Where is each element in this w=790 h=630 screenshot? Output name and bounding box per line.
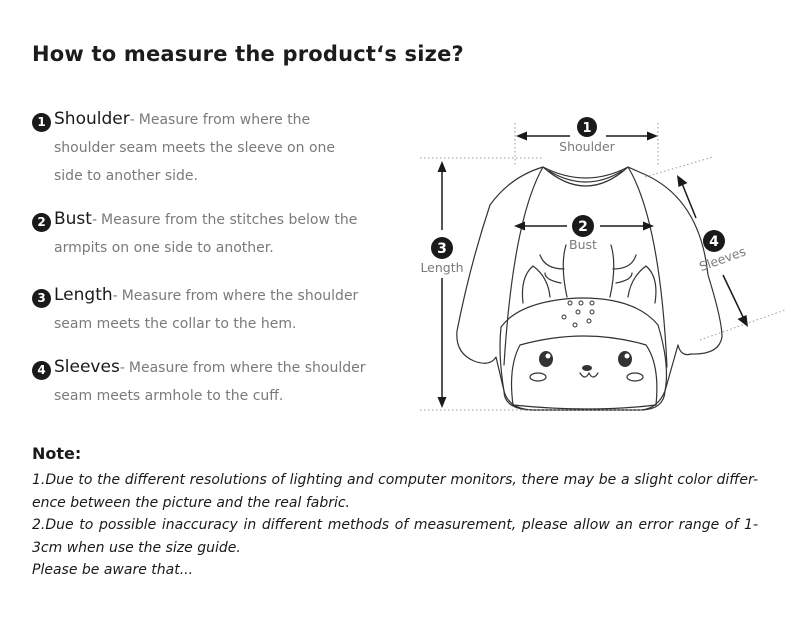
note-paragraph: Please be aware that... xyxy=(32,562,194,578)
garment-outline xyxy=(456,166,723,411)
description-line: seam meets the collar to the hem. xyxy=(54,316,297,332)
description-line: armpits on one side to another. xyxy=(54,240,274,256)
deer-face-outline xyxy=(499,297,668,411)
bust-diagram-label: Bust xyxy=(569,237,597,252)
measure-item-length: 3 Length - Measure from where the should… xyxy=(32,282,392,338)
deer-ear-right xyxy=(627,265,657,304)
shoulder-arrow xyxy=(516,131,658,141)
bust-number: 2 xyxy=(578,219,588,235)
measure-item-sleeves: 4 Sleeves - Measure from where the shoul… xyxy=(32,354,392,410)
description-line: Measure from where the xyxy=(138,112,311,128)
measure-item-shoulder: 1 Shoulder - Measure from where the shou… xyxy=(32,106,392,190)
description-line: Measure from where the shoulder xyxy=(121,288,359,304)
note-title: Note: xyxy=(32,444,82,463)
number-badge: 2 xyxy=(32,213,51,232)
antler-right xyxy=(609,244,637,298)
length-number-badge xyxy=(431,237,453,259)
label-separator: - xyxy=(91,212,98,228)
note-paragraph: 1.Due to the different resolutions of li… xyxy=(32,472,758,511)
shoulder-number-badge xyxy=(577,117,597,137)
deer-mouth xyxy=(579,372,599,378)
label-separator: - xyxy=(129,112,135,128)
sleeves-number: 4 xyxy=(709,234,719,250)
description-line: side to another side. xyxy=(54,168,198,184)
shoulder-diagram-label: Shoulder xyxy=(559,139,616,154)
description-line: shoulder seam meets the sleeve on one xyxy=(54,140,335,156)
description-line: Measure from the stitches below the xyxy=(101,212,358,228)
deer-face-features xyxy=(539,351,632,371)
sleeves-number-badge xyxy=(703,230,725,252)
measure-label: Length xyxy=(54,285,113,305)
collar-line xyxy=(542,166,629,187)
measure-label: Bust xyxy=(54,209,92,229)
note-body: 1.Due to the different resolutions of li… xyxy=(32,469,758,582)
number-badge: 3 xyxy=(32,289,51,308)
shoulder-number: 1 xyxy=(582,121,591,136)
length-number: 3 xyxy=(437,241,447,257)
label-separator: - xyxy=(112,288,118,304)
sleeves-arrow xyxy=(677,175,748,327)
bust-arrow xyxy=(514,221,654,231)
antler-left xyxy=(539,244,568,298)
sleeves-diagram-label: Sleeves xyxy=(697,243,748,274)
measure-item-bust: 2 Bust - Measure from the stitches below… xyxy=(32,206,392,262)
length-arrow xyxy=(437,161,447,408)
number-badge: 4 xyxy=(32,361,51,380)
measure-label: Sleeves xyxy=(54,357,120,377)
description-line: Measure from where the shoulder xyxy=(128,360,366,376)
garment-diagram: 1 Shoulder 2 Bust 3 Length 4 Sleeves xyxy=(420,117,786,411)
label-separator: - xyxy=(119,360,125,376)
number-badge: 1 xyxy=(32,113,51,132)
description-line: seam meets armhole to the cuff. xyxy=(54,388,284,404)
note-paragraph: 2.Due to possible inaccuracy in differen… xyxy=(32,517,758,556)
length-diagram-label: Length xyxy=(420,260,463,275)
page-title: How to measure the product‘s size? xyxy=(32,42,464,66)
deer-ear-left xyxy=(521,265,551,304)
measure-label: Shoulder xyxy=(54,109,130,129)
bust-number-badge xyxy=(572,215,594,237)
